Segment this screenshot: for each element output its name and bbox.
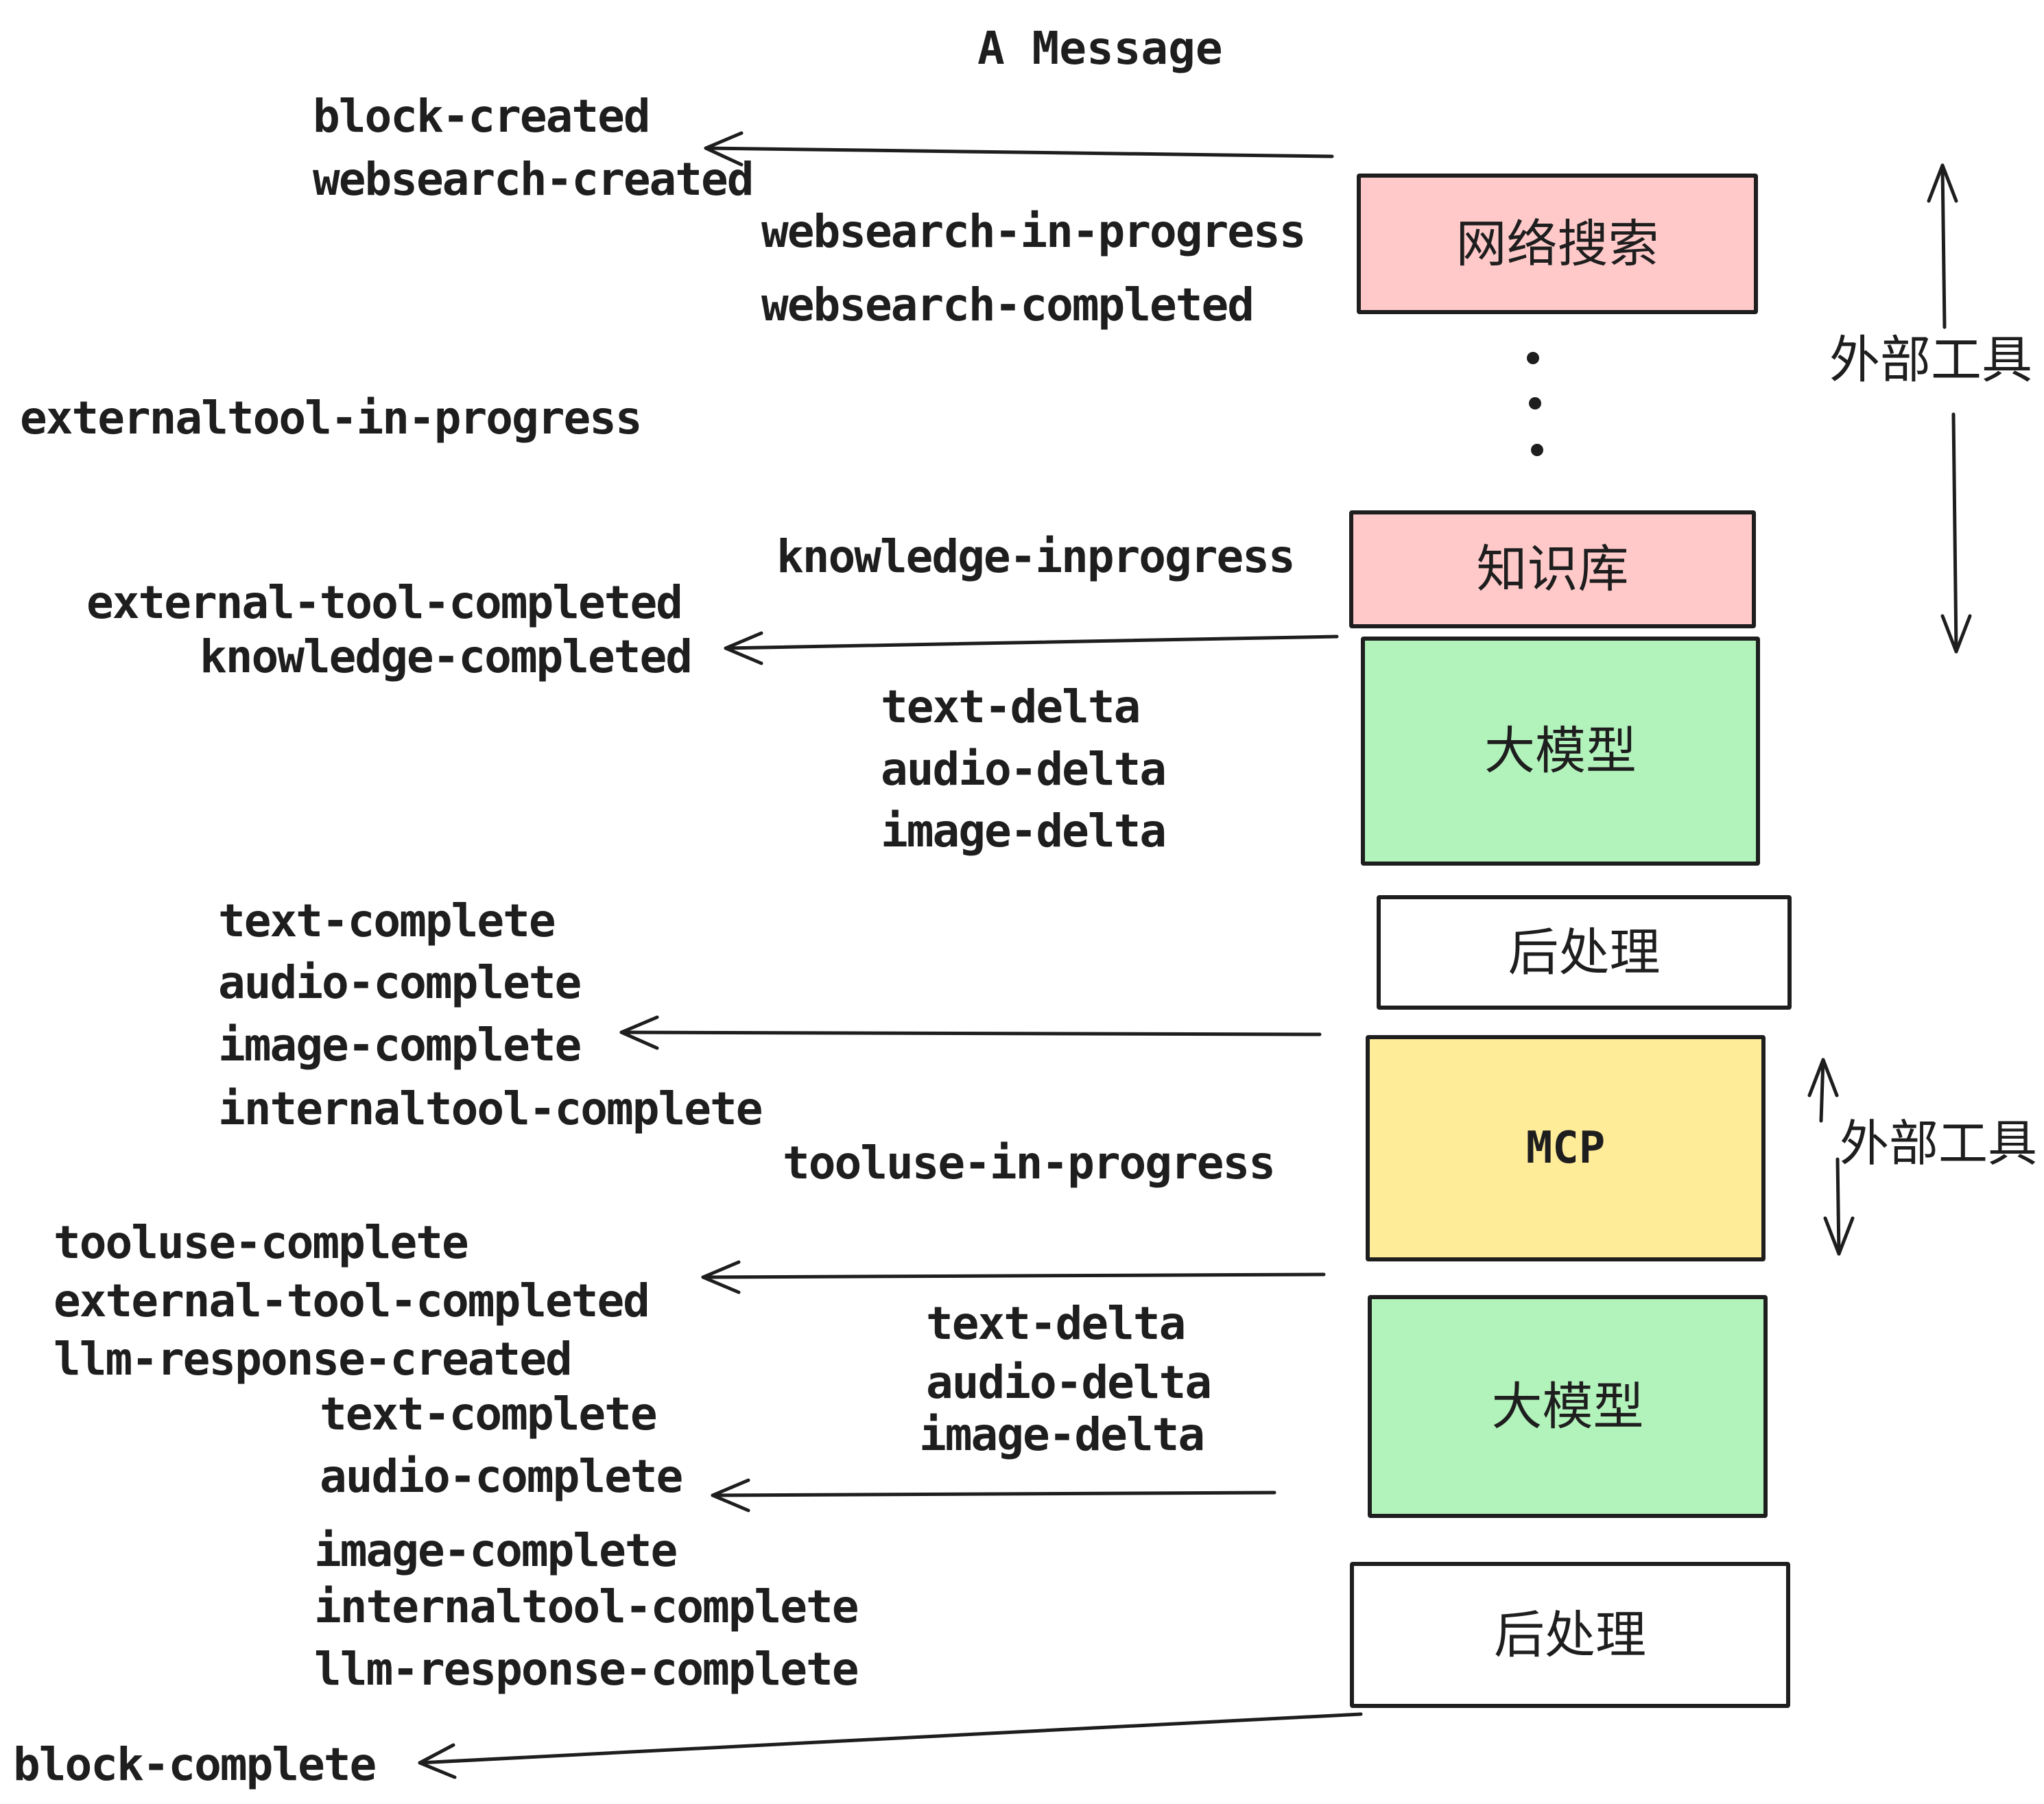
arrow-knowledge-completed-icon <box>724 631 1339 665</box>
event-externaltool-in-progress: externaltool-in-progress <box>20 392 643 444</box>
event-websearch-completed: websearch-completed <box>761 278 1255 331</box>
event-knowledge-inprogress: knowledge-inprogress <box>776 530 1296 583</box>
box-postprocess-1: 后处理 <box>1377 895 1792 1010</box>
box-knowledge: 知识库 <box>1349 510 1756 628</box>
event-knowledge-completed: knowledge-completed <box>200 630 693 683</box>
arrow-complete-group-1-icon <box>619 1015 1322 1050</box>
event-text-delta-2: text-delta <box>926 1297 1186 1350</box>
side-label-external-tools-2: 外部工具 <box>1840 1117 2038 1172</box>
event-llm-response-created: llm-response-created <box>54 1333 573 1386</box>
event-llm-response-complete: llm-response-complete <box>314 1643 859 1696</box>
diagram-title: A Message <box>977 22 1223 75</box>
arrow-block-complete-icon <box>418 1712 1363 1779</box>
event-audio-delta-2: audio-delta <box>926 1356 1212 1409</box>
box-llm-2: 大模型 <box>1368 1295 1768 1518</box>
event-audio-complete-2: audio-complete <box>320 1450 683 1503</box>
box-mcp-label: MCP <box>1525 1123 1606 1174</box>
event-block-created: block-created <box>313 90 651 143</box>
box-postprocess-1-label: 后处理 <box>1508 923 1661 981</box>
arrow-external-tools-1-up-icon <box>1927 163 1958 329</box>
box-llm-1-label: 大模型 <box>1484 722 1637 779</box>
event-external-tool-completed-2: external-tool-completed <box>54 1274 650 1327</box>
box-llm-2-label: 大模型 <box>1491 1377 1644 1435</box>
event-image-delta-2: image-delta <box>919 1408 1205 1461</box>
event-audio-delta: audio-delta <box>881 743 1167 796</box>
event-websearch-created: websearch-created <box>313 153 754 206</box>
arrow-complete-group-2-icon <box>711 1478 1276 1512</box>
box-knowledge-label: 知识库 <box>1476 541 1629 597</box>
side-label-external-tools-1: 外部工具 <box>1829 331 2032 388</box>
box-postprocess-2-label: 后处理 <box>1494 1606 1646 1663</box>
event-image-complete-2: image-complete <box>314 1524 678 1577</box>
event-text-complete: text-complete <box>218 894 556 947</box>
arrow-external-tools-1-down-icon <box>1940 412 1972 654</box>
box-websearch-label: 网络搜索 <box>1455 215 1659 272</box>
event-block-complete: block-complete <box>13 1738 377 1791</box>
event-text-delta: text-delta <box>881 680 1141 733</box>
event-audio-complete: audio-complete <box>218 956 582 1009</box>
box-postprocess-2: 后处理 <box>1350 1562 1790 1708</box>
event-image-delta: image-delta <box>881 805 1167 857</box>
arrow-tooluse-complete-icon <box>701 1260 1326 1294</box>
box-mcp: MCP <box>1366 1035 1766 1261</box>
event-websearch-in-progress: websearch-in-progress <box>761 205 1306 258</box>
event-image-complete: image-complete <box>218 1019 582 1071</box>
event-tooluse-in-progress: tooluse-in-progress <box>783 1137 1276 1189</box>
arrow-external-tools-2-up-icon <box>1807 1058 1839 1123</box>
arrow-external-tools-2-down-icon <box>1823 1157 1855 1256</box>
box-websearch: 网络搜索 <box>1357 174 1758 314</box>
ellipsis-dots-icon <box>1527 352 1543 456</box>
event-internaltool-complete-2: internaltool-complete <box>314 1580 859 1633</box>
event-text-complete-2: text-complete <box>320 1388 658 1440</box>
event-tooluse-complete: tooluse-complete <box>54 1216 469 1269</box>
arrow-websearch-created-icon <box>704 131 1334 167</box>
event-external-tool-completed: external-tool-completed <box>86 576 683 629</box>
box-llm-1: 大模型 <box>1361 637 1760 866</box>
event-internaltool-complete: internaltool-complete <box>218 1082 763 1135</box>
